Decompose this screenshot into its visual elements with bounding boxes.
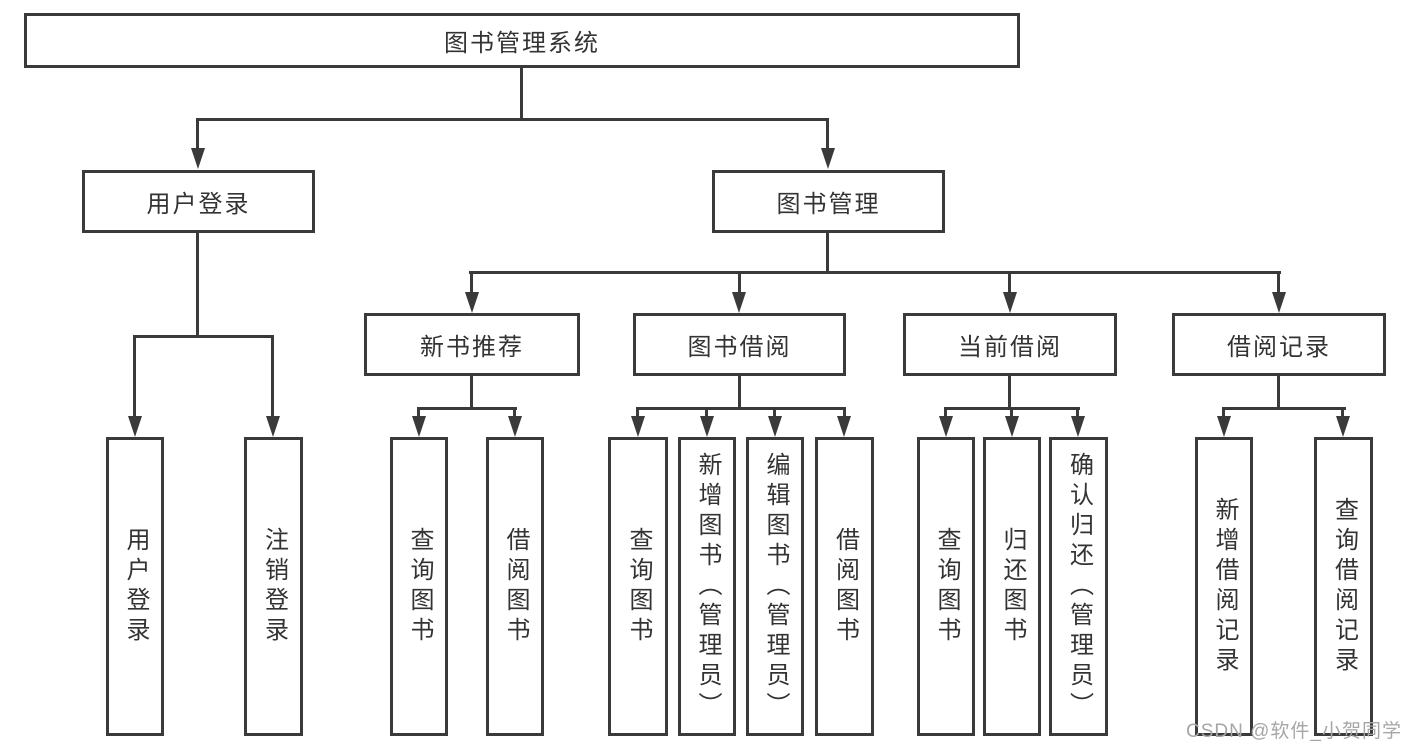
arrowhead-down-icon <box>939 416 953 437</box>
connector-recommend-drop <box>470 375 473 410</box>
connector-leaf-shaft <box>417 407 420 421</box>
leaf-return-books: 归还图书 <box>983 437 1041 736</box>
connector-leaf-shaft <box>133 335 136 419</box>
leaf-label: 查询图书 <box>406 526 433 647</box>
connector-recommend-bar <box>417 407 517 410</box>
leaf-label: 新增图书（管理员） <box>694 451 721 722</box>
arrowhead-down-icon <box>128 416 142 437</box>
node-borrowing-records: 借阅记录 <box>1172 313 1386 376</box>
arrowhead-down-icon <box>768 416 782 437</box>
leaf-user-login: 用户登录 <box>106 437 164 736</box>
node-root-label: 图书管理系统 <box>444 30 600 57</box>
connector-records-bar <box>1222 407 1346 410</box>
leaf-label: 查询图书 <box>933 526 960 647</box>
leaf-query-borrow-record: 查询借阅记录 <box>1314 437 1373 736</box>
leaf-label: 借阅图书 <box>502 526 529 647</box>
leaf-label: 编辑图书（管理员） <box>762 451 789 722</box>
connector-book-mgmt-shaft <box>826 118 829 150</box>
connector-leaf-shaft <box>773 407 776 421</box>
arrowhead-down-icon <box>821 148 835 169</box>
node-book-management-label: 图书管理 <box>776 191 881 218</box>
node-book-borrowing-label: 图书借阅 <box>687 334 792 361</box>
arrowhead-down-icon <box>1003 292 1017 313</box>
leaf-borrow-books-recommend: 借阅图书 <box>486 437 544 736</box>
node-root: 图书管理系统 <box>24 13 1020 68</box>
leaf-edit-books-admin: 编辑图书（管理员） <box>746 437 804 736</box>
node-user-login: 用户登录 <box>82 170 315 233</box>
leaf-label: 查询图书 <box>625 526 652 647</box>
connector-book-mgmt-drop <box>826 233 829 274</box>
leaf-borrow-books: 借阅图书 <box>815 437 874 736</box>
node-current-borrowing: 当前借阅 <box>903 313 1117 376</box>
node-book-management: 图书管理 <box>712 170 945 233</box>
leaf-label: 借阅图书 <box>831 526 859 647</box>
connector-user-login-drop <box>196 233 199 338</box>
leaf-add-books-admin: 新增图书（管理员） <box>678 437 736 736</box>
node-new-book-recommend-label: 新书推荐 <box>420 334 524 361</box>
connector-level2-shaft <box>1277 271 1280 297</box>
arrowhead-down-icon <box>700 416 714 437</box>
leaf-logout: 注销登录 <box>244 437 303 736</box>
connector-leaf-shaft <box>271 335 274 419</box>
connector-leaf-shaft <box>636 407 639 421</box>
leaf-label: 新增借阅记录 <box>1211 496 1238 677</box>
connector-current-drop <box>1008 375 1011 410</box>
node-current-borrowing-label: 当前借阅 <box>958 334 1062 361</box>
node-new-book-recommend: 新书推荐 <box>364 313 580 376</box>
connector-leaf-shaft <box>1010 407 1013 421</box>
connector-level2-shaft <box>1008 271 1011 297</box>
leaf-query-books-borrowing: 查询图书 <box>608 437 668 736</box>
connector-level2-shaft <box>738 271 741 297</box>
arrowhead-down-icon <box>1071 416 1085 437</box>
connector-level2-bar <box>469 271 1281 274</box>
connector-leaf-shaft <box>944 407 947 421</box>
leaf-label: 查询借阅记录 <box>1330 496 1358 677</box>
connector-leaf-shaft <box>1341 407 1344 421</box>
connector-level2-shaft <box>470 271 473 297</box>
arrowhead-down-icon <box>191 148 205 169</box>
arrowhead-down-icon <box>1005 416 1019 437</box>
node-borrowing-records-label: 借阅记录 <box>1227 334 1331 361</box>
connector-records-drop <box>1277 375 1280 410</box>
leaf-query-books-recommend: 查询图书 <box>390 437 448 736</box>
arrowhead-down-icon <box>631 416 645 437</box>
leaf-query-books-current: 查询图书 <box>917 437 975 736</box>
arrowhead-down-icon <box>1336 416 1350 437</box>
leaf-label: 用户登录 <box>122 526 149 647</box>
arrowhead-down-icon <box>266 416 280 437</box>
arrowhead-down-icon <box>1217 416 1231 437</box>
connector-user-login-shaft <box>196 118 199 150</box>
node-user-login-label: 用户登录 <box>146 191 251 218</box>
arrowhead-down-icon <box>465 292 479 313</box>
arrowhead-down-icon <box>508 416 522 437</box>
leaf-add-borrow-record: 新增借阅记录 <box>1195 437 1253 736</box>
connector-leaf-shaft <box>705 407 708 421</box>
leaf-label: 注销登录 <box>260 526 288 647</box>
arrowhead-down-icon <box>837 416 851 437</box>
arrowhead-down-icon <box>732 292 746 313</box>
connector-leaf-shaft <box>843 407 846 421</box>
connector-leaf-shaft <box>1076 407 1079 421</box>
leaf-label: 归还图书 <box>999 526 1026 647</box>
connector-level1-bar <box>196 118 829 121</box>
node-book-borrowing: 图书借阅 <box>633 313 846 376</box>
connector-root-drop <box>520 68 523 121</box>
arrowhead-down-icon <box>412 416 426 437</box>
connector-borrowing-drop <box>738 375 741 410</box>
connector-leaf-shaft <box>1222 407 1225 421</box>
leaf-label: 确认归还（管理员） <box>1065 451 1093 722</box>
watermark: CSDN @软件_小贺同学 <box>1186 721 1402 742</box>
connector-user-login-bar <box>133 335 274 338</box>
connector-borrowing-bar <box>636 407 846 410</box>
leaf-confirm-return-admin: 确认归还（管理员） <box>1049 437 1108 736</box>
connector-leaf-shaft <box>513 407 516 421</box>
arrowhead-down-icon <box>1272 292 1286 313</box>
